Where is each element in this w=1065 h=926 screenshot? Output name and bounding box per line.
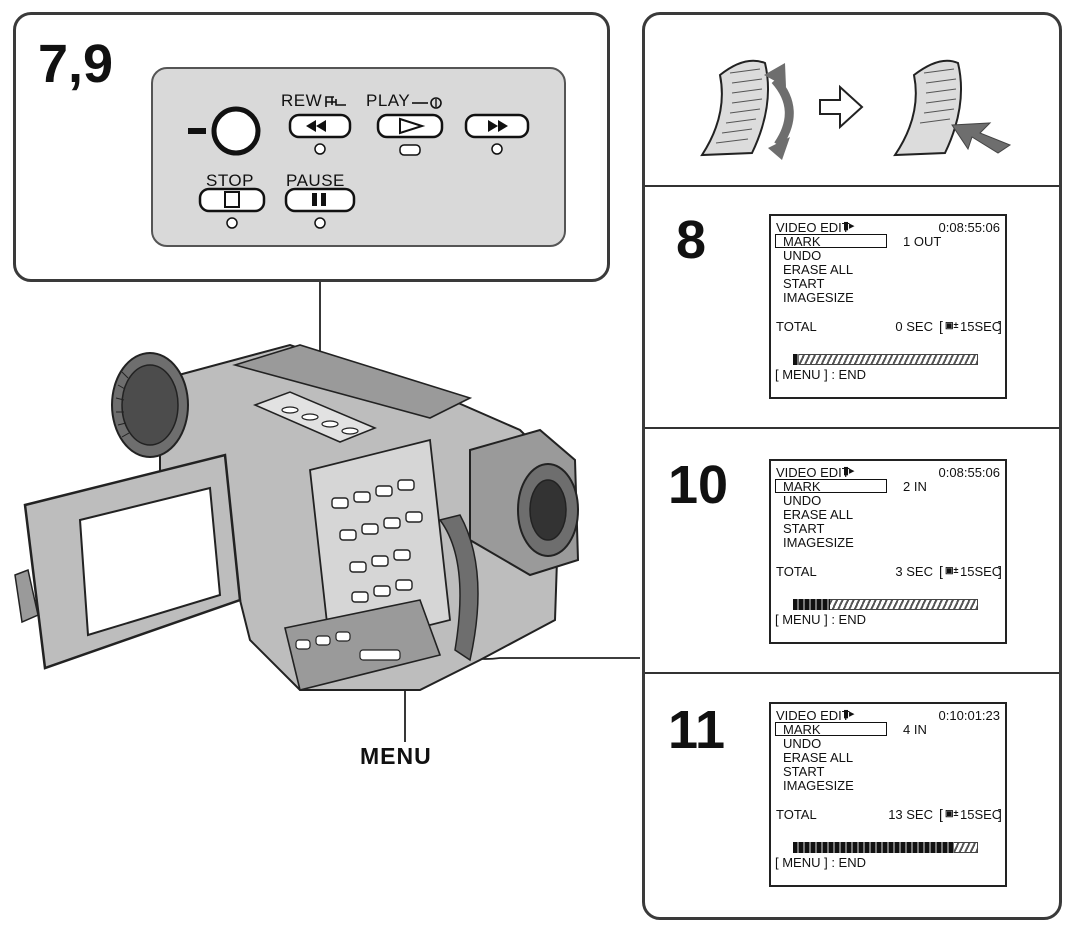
menu-item-erase-all[interactable]: ERASE ALL (783, 750, 854, 765)
step-number-8: 8 (676, 210, 707, 270)
menu-item-start[interactable]: START (783, 276, 825, 291)
tape-icon: ▮▸ (843, 708, 855, 720)
menu-item-undo[interactable]: UNDO (783, 493, 822, 508)
screen-title: VIDEO EDIT (776, 465, 850, 480)
play-button[interactable] (376, 113, 446, 159)
jog-dial-turn (700, 59, 770, 157)
mark-status: 4 IN (903, 722, 927, 737)
video-edit-screen-step-11: VIDEO EDIT ▮▸ 0:10:01:23 MARK 4 IN UNDO … (769, 702, 1007, 887)
screen-title: VIDEO EDIT (776, 220, 850, 235)
divider-3 (645, 672, 1059, 674)
step-number-10: 10 (668, 455, 729, 515)
next-arrow-icon (819, 84, 864, 130)
total-label: TOTAL (776, 564, 817, 579)
movie-icon: ▣± (945, 808, 959, 818)
stop-button[interactable] (198, 187, 266, 233)
limit-bracket-close: ] (998, 318, 1002, 334)
mark-highlight[interactable] (775, 234, 887, 248)
total-value: 13 SEC (888, 807, 933, 822)
timecode: 0:08:55:06 (938, 465, 1000, 480)
divider-1 (645, 185, 1059, 187)
screen-title: VIDEO EDIT (776, 708, 850, 723)
menu-button-callout: MENU (360, 743, 432, 769)
pause-button[interactable] (284, 187, 356, 233)
movie-icon: ▣± (945, 565, 959, 575)
total-label: TOTAL (776, 807, 817, 822)
ff-button[interactable] (464, 113, 530, 157)
mark-highlight[interactable] (775, 479, 887, 493)
limit-bracket-close: ] (998, 563, 1002, 579)
footer-hint: [ MENU ] : END (775, 612, 867, 627)
progress-fill (793, 354, 799, 365)
menu-item-mark[interactable]: MARK (783, 722, 821, 737)
progress-fill (793, 842, 954, 853)
video-edit-screen-step-8: VIDEO EDIT ▮▸ 0:08:55:06 MARK 1 OUT UNDO… (769, 214, 1007, 399)
footer-hint: [ MENU ] : END (775, 855, 867, 870)
mark-status: 2 IN (903, 479, 927, 494)
tape-icon: ▮▸ (843, 220, 855, 232)
menu-item-imagesize[interactable]: IMAGESIZE (783, 290, 854, 305)
menu-item-mark[interactable]: MARK (783, 234, 821, 249)
video-edit-screen-step-10: VIDEO EDIT ▮▸ 0:08:55:06 MARK 2 IN UNDO … (769, 459, 1007, 644)
record-circle-icon (188, 106, 261, 156)
menu-item-erase-all[interactable]: ERASE ALL (783, 507, 854, 522)
menu-item-undo[interactable]: UNDO (783, 736, 822, 751)
step-label-7-9: 7,9 (38, 34, 114, 94)
mark-status: 1 OUT (903, 234, 942, 249)
jog-dial-illustration (700, 59, 1012, 160)
total-value: 3 SEC (895, 564, 933, 579)
jog-dial-press (893, 59, 963, 157)
progress-fill (793, 599, 830, 610)
lcd-screen (78, 486, 222, 637)
menu-item-erase-all[interactable]: ERASE ALL (783, 262, 854, 277)
menu-item-imagesize[interactable]: IMAGESIZE (783, 535, 854, 550)
menu-item-undo[interactable]: UNDO (783, 248, 822, 263)
limit-bracket-open: [ (939, 318, 943, 334)
total-value: 0 SEC (895, 319, 933, 334)
footer-hint: [ MENU ] : END (775, 367, 867, 382)
limit-bracket-open: [ (939, 806, 943, 822)
timecode: 0:08:55:06 (938, 220, 1000, 235)
limit-value: 15SEC (960, 564, 1002, 579)
mark-highlight[interactable] (775, 722, 887, 736)
button-panel (151, 67, 566, 247)
movie-icon: ▣± (945, 320, 959, 330)
total-label: TOTAL (776, 319, 817, 334)
timecode: 0:10:01:23 (938, 708, 1000, 723)
play-label: PLAY (366, 91, 411, 110)
limit-bracket-open: [ (939, 563, 943, 579)
tape-icon: ▮▸ (843, 465, 855, 477)
rew-button[interactable] (288, 113, 352, 157)
step-number-11: 11 (668, 700, 726, 760)
menu-item-mark[interactable]: MARK (783, 479, 821, 494)
pause-label: PAUSE (286, 171, 345, 190)
stop-label: STOP (206, 171, 254, 190)
control-panel-callout: 7,9 REW PLAY STOP PAUSE (13, 12, 610, 282)
progress-track (793, 354, 978, 365)
limit-value: 15SEC (960, 319, 1002, 334)
divider-2 (645, 427, 1059, 429)
menu-item-start[interactable]: START (783, 764, 825, 779)
rew-play-connector (325, 96, 442, 109)
menu-item-imagesize[interactable]: IMAGESIZE (783, 778, 854, 793)
limit-value: 15SEC (960, 807, 1002, 822)
limit-bracket-close: ] (998, 806, 1002, 822)
menu-item-start[interactable]: START (783, 521, 825, 536)
rew-label: REW (281, 91, 323, 110)
